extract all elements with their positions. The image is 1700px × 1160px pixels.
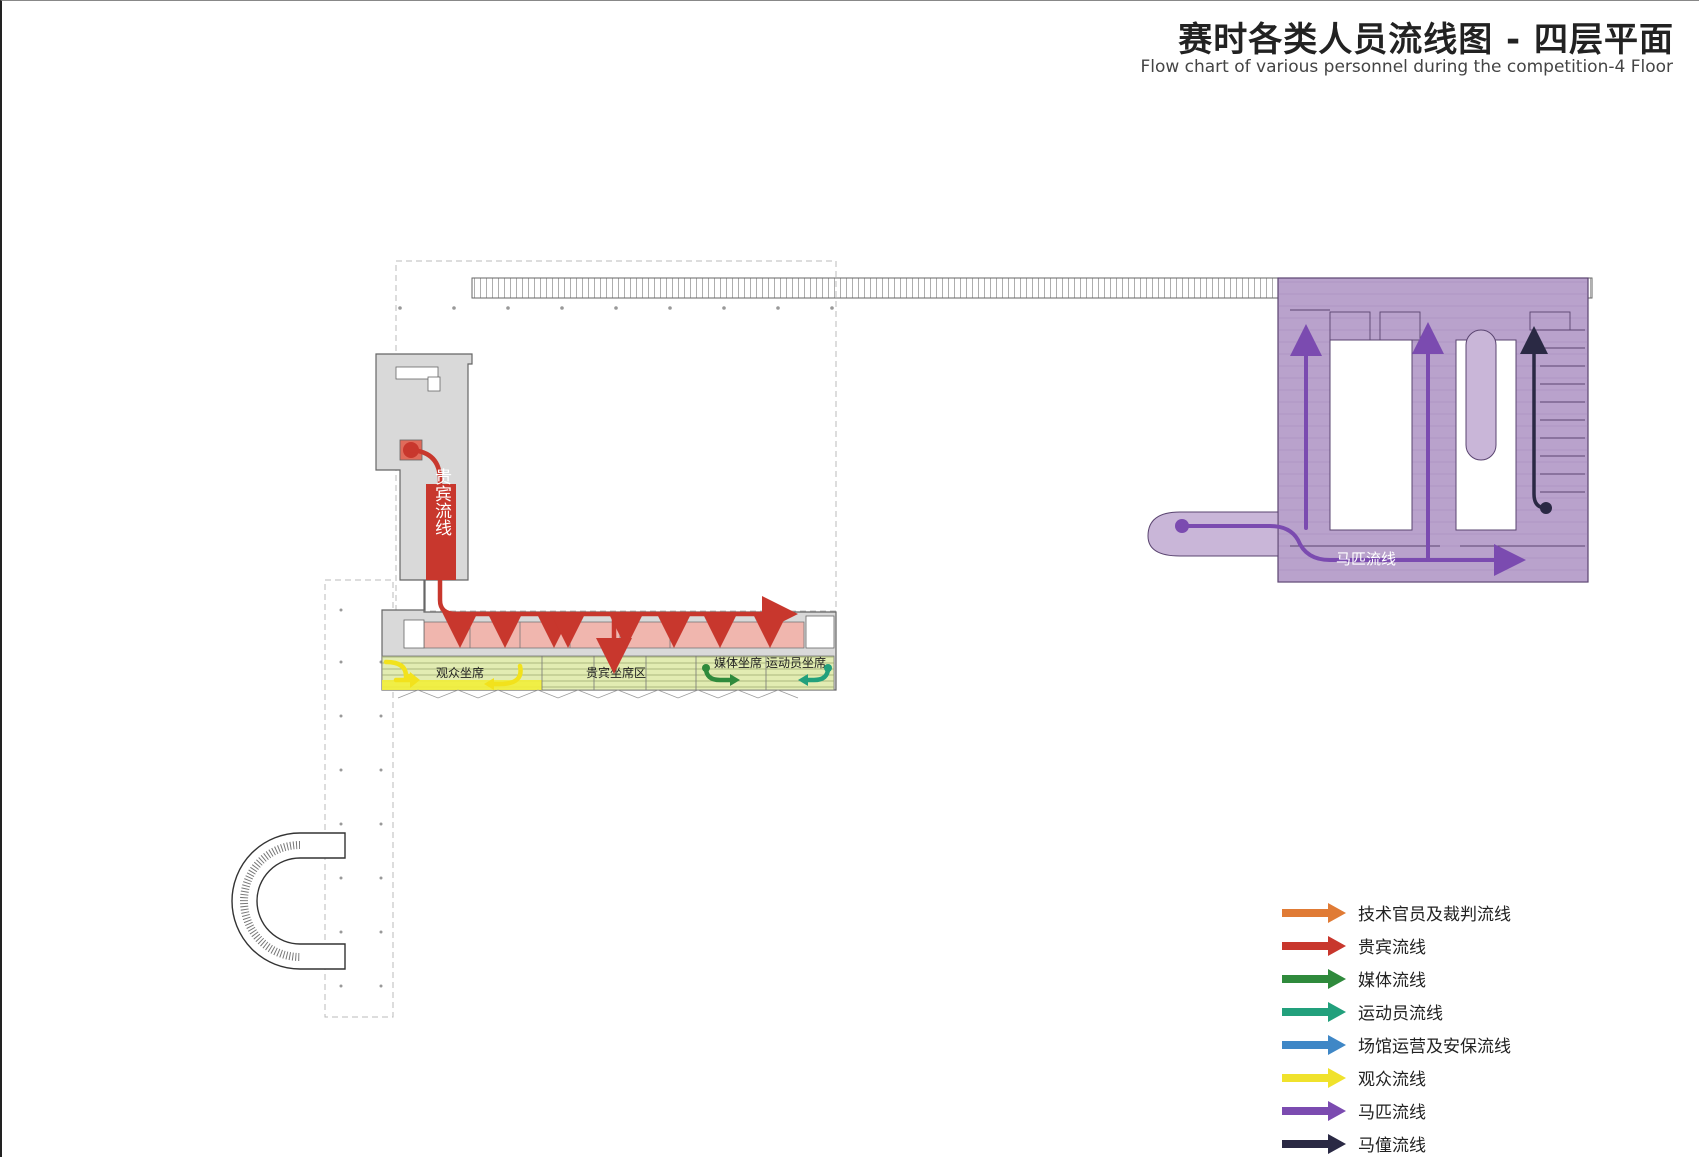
legend-arrow-icon (1282, 1100, 1346, 1121)
legend-arrow-icon (1282, 1067, 1346, 1088)
legend-label: 运动员流线 (1358, 1004, 1443, 1024)
title-chinese: 赛时各类人员流线图 - 四层平面 (1178, 20, 1674, 60)
legend-item-groom: 马僮流线 (1282, 1127, 1582, 1160)
horse-flow-label: 马匹流线 (1336, 550, 1396, 568)
legend-item-officials: 技术官员及裁判流线 (1282, 896, 1582, 929)
horse-flow (1175, 322, 1526, 576)
legend-item-athlete: 运动员流线 (1282, 995, 1582, 1028)
stair-core-left (403, 619, 425, 649)
audience-flow (383, 659, 523, 687)
legend-label: 马僮流线 (1358, 1136, 1426, 1156)
stable-ramp (1465, 329, 1497, 461)
audience-arrowheads (410, 672, 494, 690)
legend-label: 观众流线 (1358, 1070, 1426, 1090)
arena-edge (397, 689, 799, 699)
audience-seating-label: 观众坐席 (436, 665, 484, 680)
legend-item-operations: 场馆运营及安保流线 (1282, 1028, 1582, 1061)
groom-flow (1520, 326, 1552, 514)
horseshoe-ramp (231, 832, 346, 970)
audience-aisle (382, 680, 542, 690)
legend-arrow-icon (1282, 1034, 1346, 1055)
legend: 技术官员及裁判流线 贵宾流线 媒体流线 运动员流线 场馆运营及安保流线 观众流线… (1282, 896, 1582, 1160)
media-athlete-arrowheads (702, 664, 832, 686)
vip-seating-label: 贵宾坐席区 (586, 665, 646, 680)
legend-label: 媒体流线 (1358, 971, 1426, 991)
legend-label: 场馆运营及安保流线 (1358, 1037, 1511, 1057)
elevator-block-small (427, 376, 441, 392)
legend-arrow-icon (1282, 935, 1346, 956)
legend-arrow-icon (1282, 1133, 1346, 1154)
legend-arrow-icon (1282, 902, 1346, 923)
legend-arrow-icon (1282, 968, 1346, 989)
vip-flow-label-band (426, 484, 456, 580)
legend-item-media: 媒体流线 (1282, 962, 1582, 995)
legend-label: 贵宾流线 (1358, 938, 1426, 958)
legend-item-audience: 观众流线 (1282, 1061, 1582, 1094)
title-english: Flow chart of various personnel during t… (1140, 57, 1673, 77)
stable-courtyard-1 (1329, 339, 1413, 531)
legend-arrow-icon (1282, 1001, 1346, 1022)
elevator-block (395, 366, 439, 380)
ramp-treads (240, 841, 301, 961)
stair-core-right (805, 615, 835, 649)
vip-flow (403, 442, 798, 674)
legend-item-horse: 马匹流线 (1282, 1094, 1582, 1127)
stable-entry-ramp (1147, 511, 1279, 557)
stable-hatch (1278, 278, 1588, 582)
legend-label: 技术官员及裁判流线 (1358, 905, 1511, 925)
legend-label: 马匹流线 (1358, 1103, 1426, 1123)
seating-dividers (541, 656, 767, 690)
legend-item-vip: 贵宾流线 (1282, 929, 1582, 962)
media-seating-label: 媒体坐席 (714, 655, 762, 670)
athlete-seating-label: 运动员坐席 (766, 655, 826, 670)
vip-flow-label: 贵宾流线 (431, 468, 452, 536)
column-dots (339, 306, 834, 988)
